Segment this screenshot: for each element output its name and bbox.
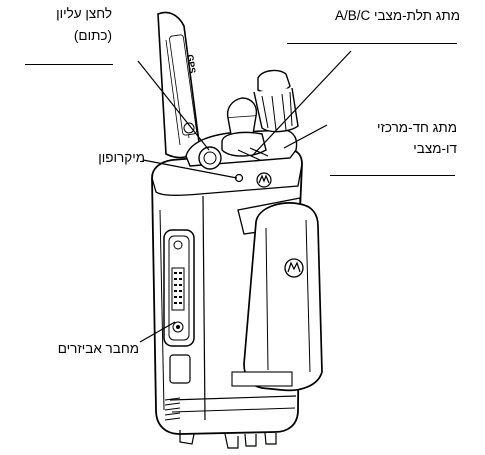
top-button-label-line1: לחצן עליון [56,6,112,22]
two-way-switch-line1: מתג חד-מרכזי [377,120,457,136]
two-way-switch-label: מתג חד-מרכזי דו-מצבי [377,120,457,157]
antenna: GPS [158,13,200,158]
channel-knob [254,71,298,132]
accessory-connector-label: מחבר אביזרים [58,341,139,357]
microphone-text: מיקרופון [98,150,145,166]
three-way-switch-text: מתג תלת-מצבי A/B/C [335,8,460,24]
accessory-connector-text: מחבר אביזרים [58,341,139,357]
microphone-label: מיקרופון [98,150,145,166]
top-button-label: לחצן עליון (כתום) [56,6,112,44]
three-way-switch-label: מתג תלת-מצבי A/B/C [335,8,460,24]
top-button-label-line2: (כתום) [56,28,112,44]
two-way-switch-line2: דו-מצבי [377,141,457,157]
motorola-logo-icon [257,173,271,187]
two-way-switch-underline [330,175,455,176]
three-way-switch-underline [287,43,457,44]
top-button-underline [25,64,113,65]
